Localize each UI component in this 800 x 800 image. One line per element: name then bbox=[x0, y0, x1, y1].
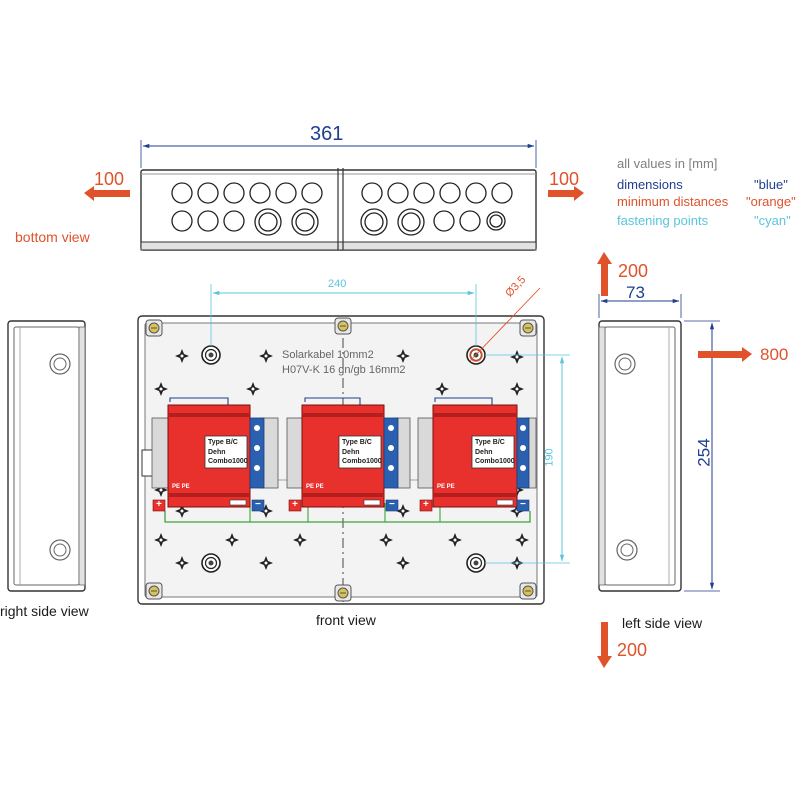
front-distance-label: 800 bbox=[760, 345, 789, 364]
legend-dimensions-label: dimensions bbox=[617, 177, 683, 192]
legend-fastening-key: "cyan" bbox=[754, 213, 791, 228]
vertical-hole-spacing-label: 190 bbox=[543, 448, 556, 467]
front-view-label: front view bbox=[316, 612, 376, 628]
module-2-model: Combo1000 bbox=[342, 458, 382, 465]
depth-dimension-label: 73 bbox=[626, 283, 645, 302]
module-3-brand: Dehn bbox=[475, 449, 493, 456]
surge-protector-module-2 bbox=[286, 404, 411, 512]
bottom-view-label: bottom view bbox=[15, 229, 90, 245]
height-dimension-label: 254 bbox=[694, 438, 714, 467]
surge-protector-module-3 bbox=[417, 404, 537, 512]
right-distance-label: 100 bbox=[549, 169, 580, 189]
module-1-pe-label: PE PE bbox=[172, 484, 190, 490]
module-2-pe-label: PE PE bbox=[306, 484, 324, 490]
module-3-pe-label: PE PE bbox=[437, 484, 455, 490]
minus-terminal-label-1: − bbox=[255, 499, 261, 510]
legend-distances-label: minimum distances bbox=[617, 194, 729, 209]
bottom-view-drawing bbox=[84, 140, 584, 251]
front-view-drawing bbox=[137, 284, 570, 605]
plus-terminal-label-2: + bbox=[292, 499, 298, 510]
plus-terminal-label-1: + bbox=[156, 499, 162, 510]
left-side-view-label: left side view bbox=[622, 615, 703, 631]
right-side-view-label: right side view bbox=[0, 603, 89, 619]
width-dimension-label: 361 bbox=[310, 123, 344, 145]
bottom-distance-label: 200 bbox=[617, 640, 648, 660]
module-3-type: Type B/C bbox=[475, 439, 505, 446]
module-2-brand: Dehn bbox=[342, 449, 360, 456]
module-1-model: Combo1000 bbox=[208, 458, 248, 465]
top-distance-arrow bbox=[597, 252, 612, 296]
module-3-model: Combo1000 bbox=[475, 458, 515, 465]
module-1-brand: Dehn bbox=[208, 449, 226, 456]
right-side-view-drawing bbox=[7, 320, 86, 592]
cable-note-line-1: Solarkabel 10mm2 bbox=[282, 349, 374, 361]
horizontal-hole-spacing-label: 240 bbox=[328, 278, 347, 290]
cable-note-line-2: H07V-K 16 gn/gb 16mm2 bbox=[282, 364, 406, 376]
left-distance-label: 100 bbox=[94, 169, 125, 189]
left-side-view-drawing bbox=[598, 294, 752, 592]
module-2-type: Type B/C bbox=[342, 439, 372, 446]
module-1-type: Type B/C bbox=[208, 439, 238, 446]
surge-protector-module-1 bbox=[151, 404, 279, 512]
legend-dimensions-key: "blue" bbox=[754, 177, 788, 192]
minus-terminal-label-2: − bbox=[389, 499, 395, 510]
legend-fastening-label: fastening points bbox=[617, 213, 709, 228]
plus-terminal-label-3: + bbox=[423, 499, 429, 510]
top-distance-label: 200 bbox=[618, 261, 649, 281]
legend-distances-key: "orange" bbox=[746, 194, 796, 209]
minus-terminal-label-3: − bbox=[520, 499, 526, 510]
bottom-distance-arrow bbox=[597, 622, 612, 668]
legend-title: all values in [mm] bbox=[617, 156, 718, 171]
